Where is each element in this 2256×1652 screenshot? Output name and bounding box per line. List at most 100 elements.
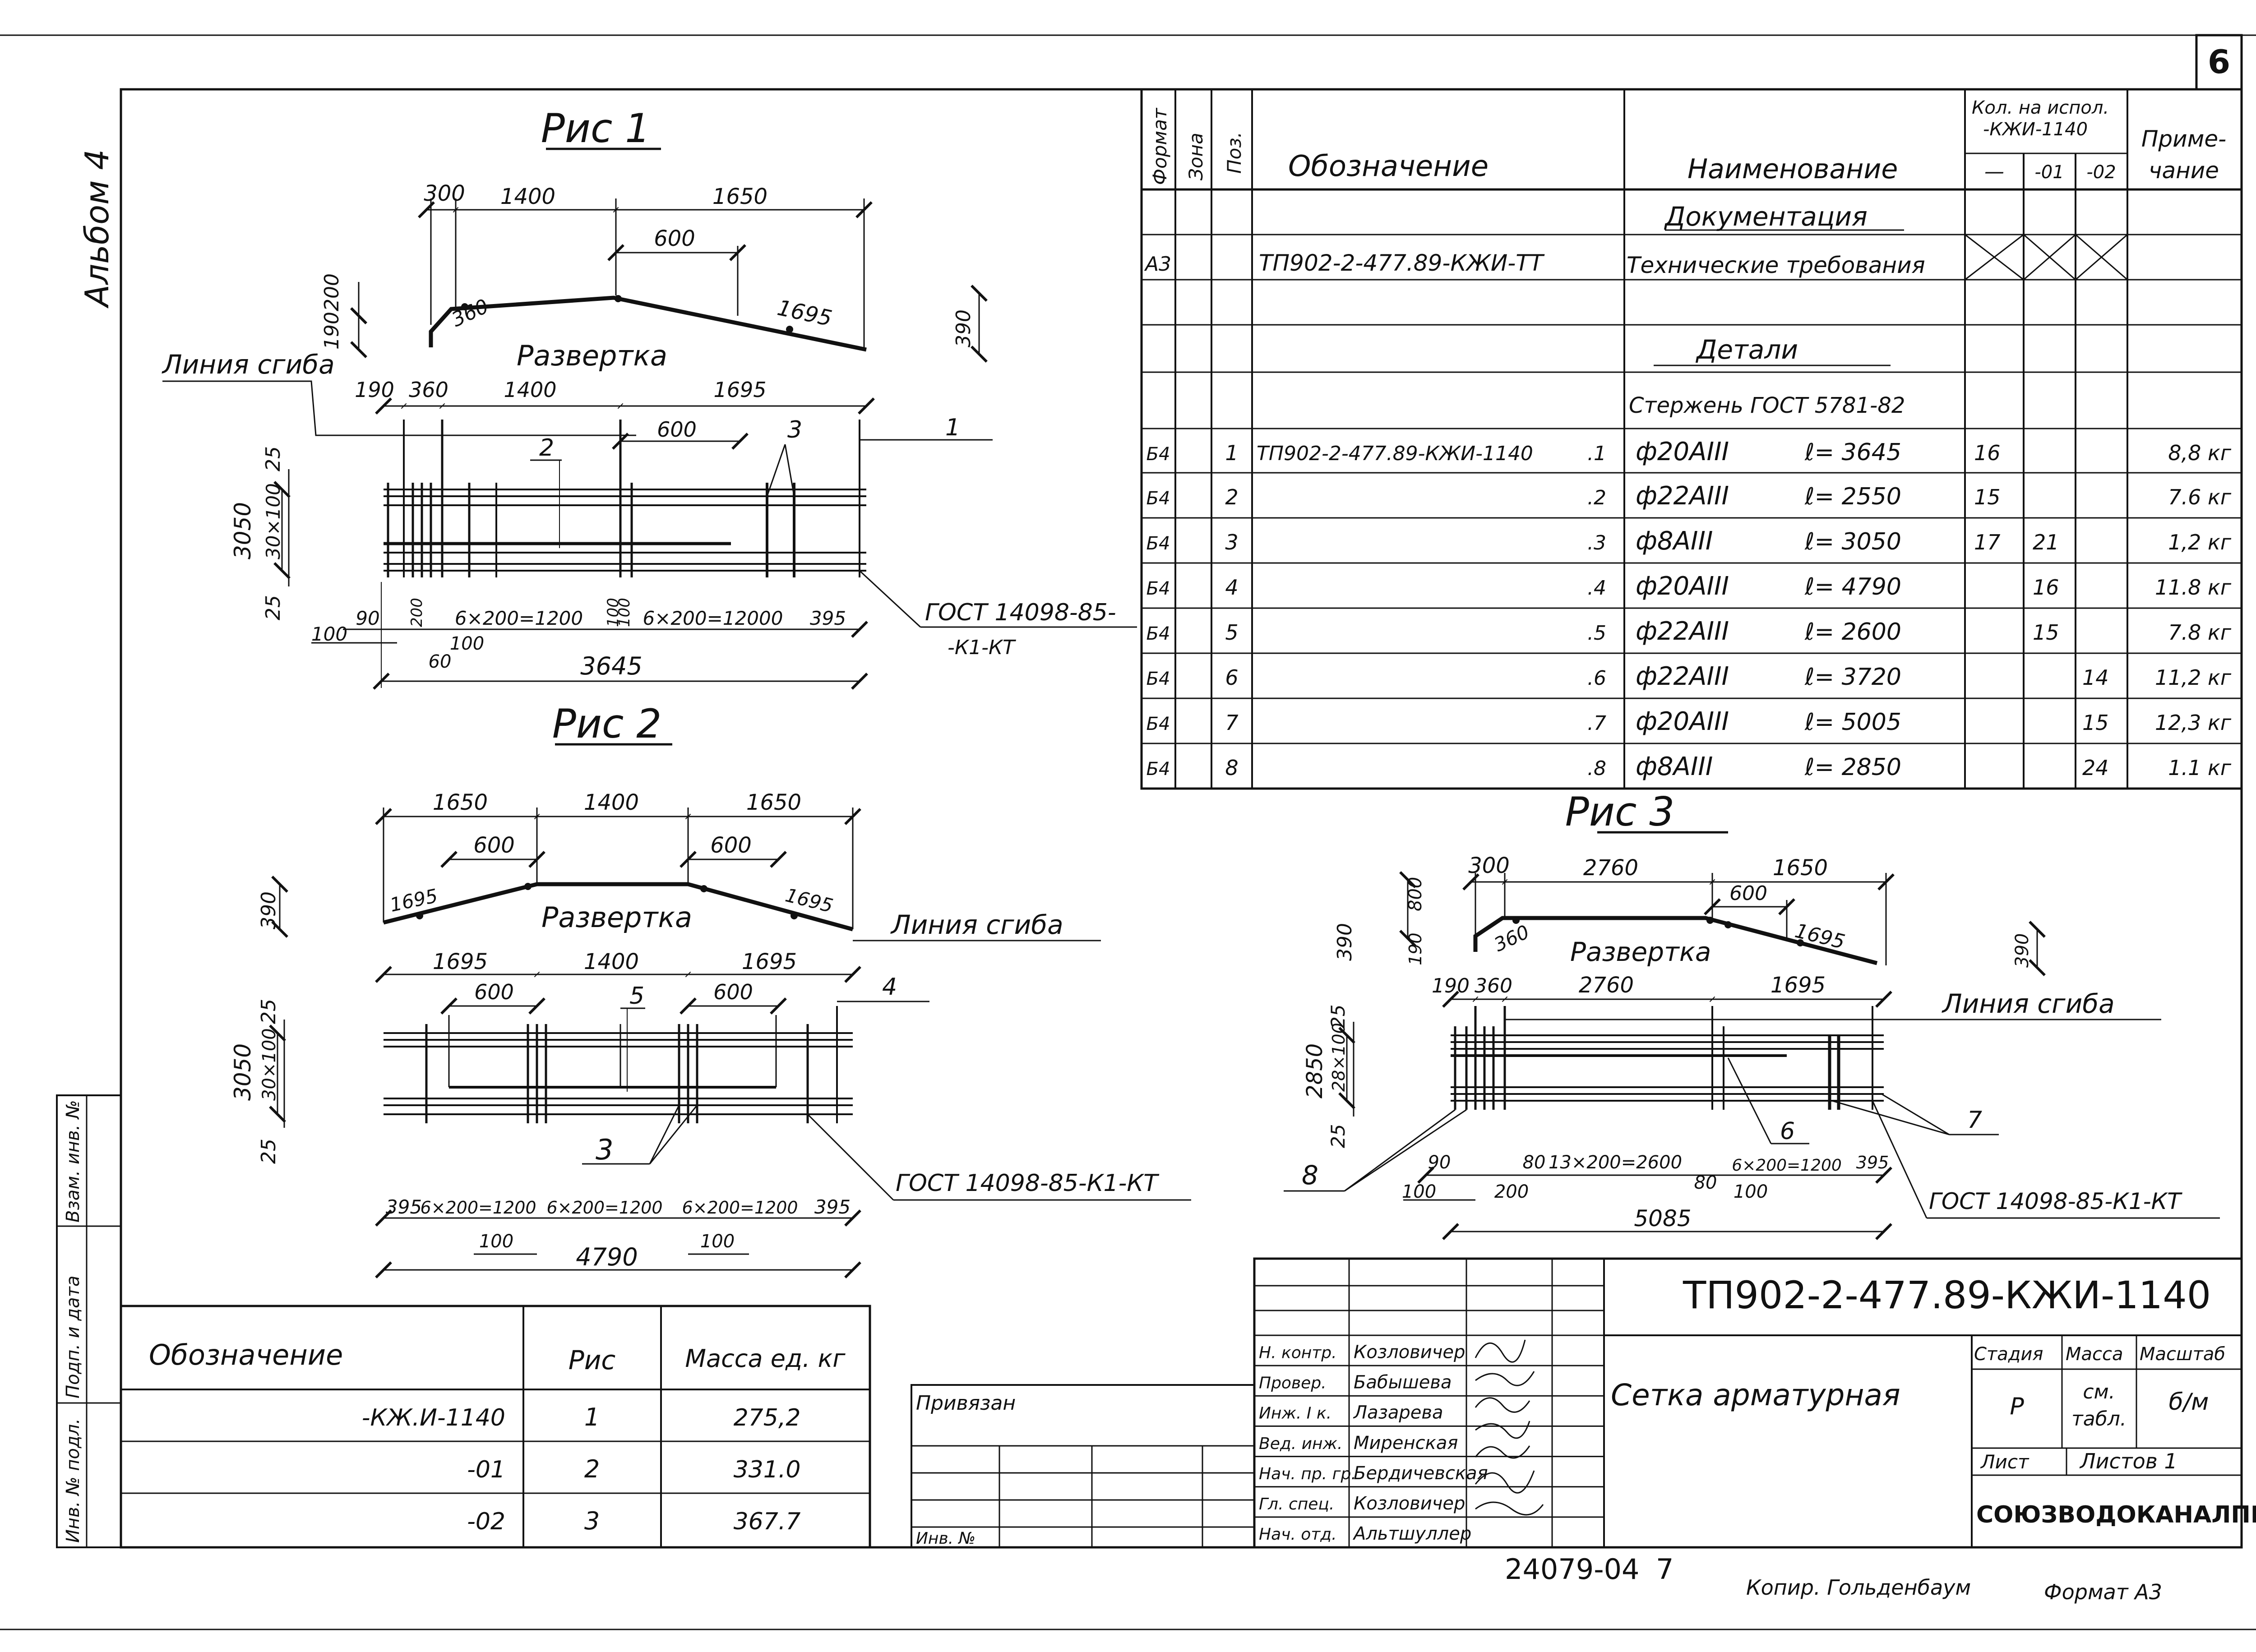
spec-row-diameter: ф22АIII	[1636, 617, 1729, 646]
spec-row-qty-01: 21	[2033, 530, 2059, 554]
svg-text:360: 360	[409, 378, 448, 402]
svg-text:100: 100	[479, 1231, 513, 1252]
binding-block: Привязан Инв. №	[911, 1384, 1255, 1548]
fig3-mesh	[1451, 1006, 1884, 1110]
svg-text:30×100: 30×100	[259, 1028, 280, 1101]
fig1-mesh	[384, 420, 866, 577]
svg-text:1400: 1400	[504, 378, 556, 402]
svg-text:2: 2	[539, 434, 554, 461]
fig2-unfold-title: Развертка	[541, 901, 692, 934]
svg-text:1650: 1650	[712, 184, 767, 209]
svg-text:300: 300	[424, 181, 465, 206]
footer-copied: Копир. Гольденбаум	[1746, 1575, 1971, 1600]
svg-text:800: 800	[1405, 877, 1426, 911]
svg-text:2850: 2850	[1302, 1043, 1327, 1098]
svg-text:1: 1	[945, 414, 960, 441]
spec-row-length: ℓ= 4790	[1804, 573, 1901, 600]
svg-text:90: 90	[1428, 1152, 1451, 1173]
svg-text:80: 80	[1523, 1152, 1546, 1173]
tb-role: Вед. инж.	[1259, 1435, 1342, 1453]
svg-text:100: 100	[604, 598, 622, 627]
tb-role: Нач. пр. гр.	[1259, 1465, 1356, 1483]
fig2-mesh	[384, 1006, 853, 1123]
svg-text:3645: 3645	[580, 652, 642, 680]
spec-row-pos: 4	[1225, 575, 1238, 600]
mass-row-fig: 3	[584, 1507, 600, 1535]
fig2-gost: ГОСТ 14098-85-К1-КТ	[896, 1170, 1160, 1197]
svg-text:200: 200	[1494, 1181, 1529, 1202]
spec-row-pos: 7	[1225, 711, 1238, 735]
stamp-replace-inv: Взам. инв. №	[63, 1100, 83, 1223]
mass-row-fig: 2	[584, 1455, 600, 1483]
svg-text:100: 100	[450, 633, 484, 654]
svg-text:13×200=2600: 13×200=2600	[1549, 1152, 1682, 1173]
svg-text:-01: -01	[2034, 162, 2064, 183]
fig1-bend-line-label: Линия сгиба	[162, 349, 335, 380]
svg-text:190: 190	[355, 378, 394, 402]
svg-text:600: 600	[713, 980, 753, 1004]
svg-text:25: 25	[257, 999, 280, 1024]
svg-text:28×100: 28×100	[1329, 1023, 1349, 1092]
spec-row-format: Б4	[1146, 578, 1170, 599]
svg-text:600: 600	[657, 417, 697, 442]
spec-row-format: Б4	[1146, 623, 1170, 644]
spec-row-format: Б4	[1146, 669, 1170, 689]
svg-text:60: 60	[429, 651, 452, 672]
svg-text:25: 25	[262, 595, 285, 620]
spec-row-note: 1.1 кг	[2168, 756, 2232, 780]
spec-row-qty-02: 24	[2082, 756, 2109, 780]
spec-row-length: ℓ= 2850	[1804, 754, 1901, 781]
svg-text:395: 395	[386, 1196, 422, 1218]
spec-row-diameter: ф20АIII	[1636, 707, 1729, 736]
svg-text:3050: 3050	[230, 502, 256, 559]
svg-text:6×200=1200: 6×200=1200	[1732, 1156, 1842, 1175]
svg-text:360: 360	[1491, 921, 1533, 956]
tb-person: Альтшуллер	[1352, 1523, 1471, 1544]
svg-text:1650: 1650	[1773, 855, 1828, 881]
svg-text:5: 5	[629, 983, 644, 1010]
tb-person: Бердичевская	[1354, 1463, 1488, 1484]
mass-row-mass: 331.0	[734, 1456, 801, 1483]
spec-row-diameter: ф8АIII	[1636, 526, 1713, 556]
spec-row-note: 12,3 кг	[2155, 711, 2232, 735]
spec-row-suffix: .3	[1587, 531, 1606, 554]
spec-h-name: Наименование	[1687, 153, 1898, 185]
tb-organization: СОЮЗВОДОКАНАЛПРОЕКТ	[1976, 1501, 2256, 1528]
tb-person: Козловичер	[1354, 1493, 1465, 1514]
spec-row-suffix: .4	[1587, 577, 1606, 600]
svg-text:1695: 1695	[1771, 973, 1826, 998]
spec-h-note: Приме-	[2141, 126, 2226, 152]
svg-text:25: 25	[257, 1139, 280, 1164]
binding-label: Привязан	[916, 1392, 1016, 1415]
svg-text:190: 190	[1405, 932, 1425, 965]
tb-stage: Р	[2010, 1393, 2024, 1420]
fig1-unfold-title: Развертка	[517, 339, 667, 372]
spec-h-pos: Поз.	[1223, 132, 1245, 174]
svg-text:6×200=1200: 6×200=1200	[682, 1198, 798, 1218]
spec-table: Формат Зона Поз. Обозначение Наименовани…	[1140, 88, 2243, 790]
svg-text:1400: 1400	[584, 790, 639, 815]
svg-text:100: 100	[615, 598, 633, 627]
svg-text:395: 395	[1856, 1153, 1889, 1172]
svg-text:4790: 4790	[576, 1243, 638, 1271]
mass-row-designation: -01	[467, 1456, 505, 1483]
tb-sheet: Лист	[1980, 1451, 2029, 1473]
spec-h-zone: Зона	[1185, 133, 1207, 180]
svg-text:1650: 1650	[433, 790, 488, 815]
spec-row-suffix: .7	[1587, 712, 1606, 735]
fig2-bent-profile	[383, 882, 854, 932]
spec-row-format: Б4	[1146, 488, 1170, 509]
spec-row-length: ℓ= 2600	[1804, 618, 1901, 646]
mass-row-designation: -02	[467, 1508, 505, 1535]
spec-row-suffix: .5	[1587, 622, 1606, 645]
fig1-gost-2: -К1-КТ	[948, 636, 1016, 659]
spec-h-qty: Кол. на испол.	[1972, 97, 2109, 118]
spec-row-length: ℓ= 3720	[1804, 664, 1901, 691]
svg-text:—: —	[1984, 160, 2004, 183]
spec-row-diameter: ф20АIII	[1636, 572, 1729, 601]
spec-row-designation: ТП902-2-477.89-КЖИ-1140	[1257, 442, 1533, 465]
mass-h-designation: Обозначение	[149, 1338, 343, 1371]
spec-row-suffix: .1	[1587, 442, 1606, 465]
fig1-title: Рис 1	[541, 105, 651, 152]
